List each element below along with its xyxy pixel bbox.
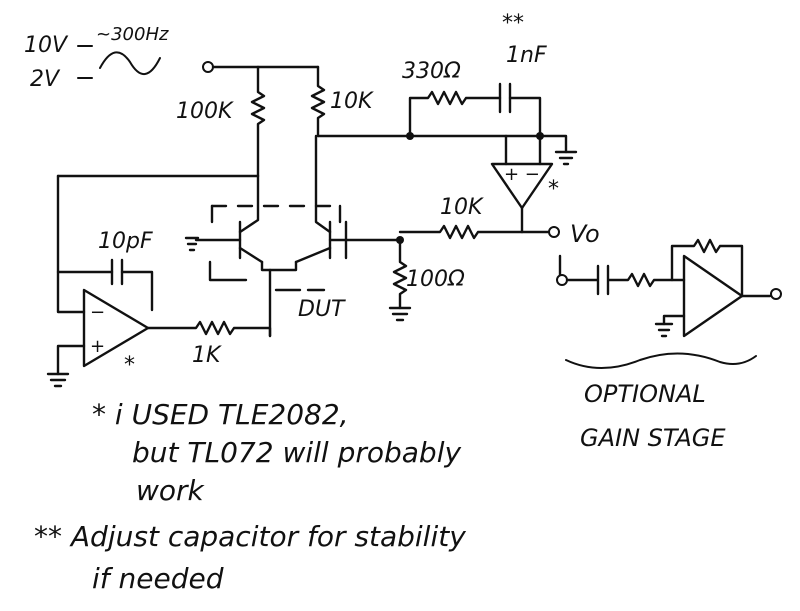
sine-wave-icon [99, 51, 161, 75]
dut-dashed-sides [210, 204, 342, 224]
ground-icon-sense [388, 306, 412, 322]
opamp-left-minus: − [90, 302, 105, 323]
wire-opamp-left-plus [56, 344, 86, 376]
note-line-3: work [136, 474, 206, 507]
wire-cap-10pf-right [120, 270, 154, 312]
note-line-1: * i USED TLE2082, [92, 398, 349, 431]
wire-gain-ground [662, 314, 686, 326]
label-330: 330Ω [402, 59, 461, 84]
gain-input-terminal [556, 274, 568, 286]
opamp-output [490, 162, 554, 210]
opamp-plus-minus: + − [504, 164, 540, 185]
input-terminal [202, 61, 214, 73]
resistor-330 [408, 90, 502, 138]
gain-output-terminal [770, 288, 782, 300]
star-left-opamp: * [124, 353, 135, 378]
label-dut: DUT [298, 297, 346, 322]
label-freq: ~300Hz [96, 24, 169, 45]
wire-cap-right [508, 96, 542, 138]
wire-left-bracket [208, 260, 248, 282]
ground-icon-left-base [184, 236, 200, 252]
note-line-4: ** Adjust capacitor for stability [34, 520, 466, 553]
resistor-10k-top [310, 65, 326, 138]
wire-opamp-inputs [504, 134, 542, 166]
ground-icon-left [46, 372, 70, 388]
wire-ground-top [538, 134, 568, 154]
ground-icon-gain [654, 322, 674, 338]
label-stars-top: ** [502, 11, 524, 36]
optional-label-2: GAIN STAGE [580, 424, 726, 452]
ground-icon-top [554, 150, 578, 166]
capacitor-1nf [498, 82, 512, 114]
wire-emitters [260, 260, 298, 272]
note-line-2: but TL072 will probably [132, 436, 461, 469]
label-100: 100Ω [406, 267, 465, 292]
optional-label-1: OPTIONAL [584, 380, 706, 408]
wire-feedback-left [56, 174, 114, 274]
capacitor-10pf [110, 258, 124, 286]
transistor-left-leads [238, 174, 264, 264]
label-100k: 100K [176, 99, 234, 124]
label-1k: 1K [192, 343, 222, 368]
resistor-100 [392, 238, 408, 310]
label-10k-top: 10K [330, 89, 374, 114]
vo-terminal [548, 226, 560, 238]
note-line-5: if needed [92, 562, 224, 595]
label-vo: Vo [570, 220, 600, 248]
label-10k-out: 10K [440, 195, 484, 220]
label-10v: 10V [24, 33, 69, 58]
wire-opamp-left-minus [56, 270, 86, 314]
resistor-10k-out [398, 224, 524, 240]
star-output-opamp: * [548, 177, 559, 202]
resistor-100k [250, 65, 266, 178]
label-1nf: 1nF [506, 43, 547, 68]
label-10pf: 10pF [98, 229, 153, 254]
transistor-right-leads [294, 134, 332, 264]
gain-stage-underline [565, 352, 757, 369]
resistor-1k [146, 320, 272, 338]
gain-feedback-resistor [670, 238, 744, 298]
opamp-gain [682, 254, 744, 338]
opamp-left [82, 288, 150, 368]
label-2v: 2V [30, 67, 61, 92]
opamp-left-plus: + [90, 336, 105, 357]
gain-input-network [565, 264, 686, 296]
